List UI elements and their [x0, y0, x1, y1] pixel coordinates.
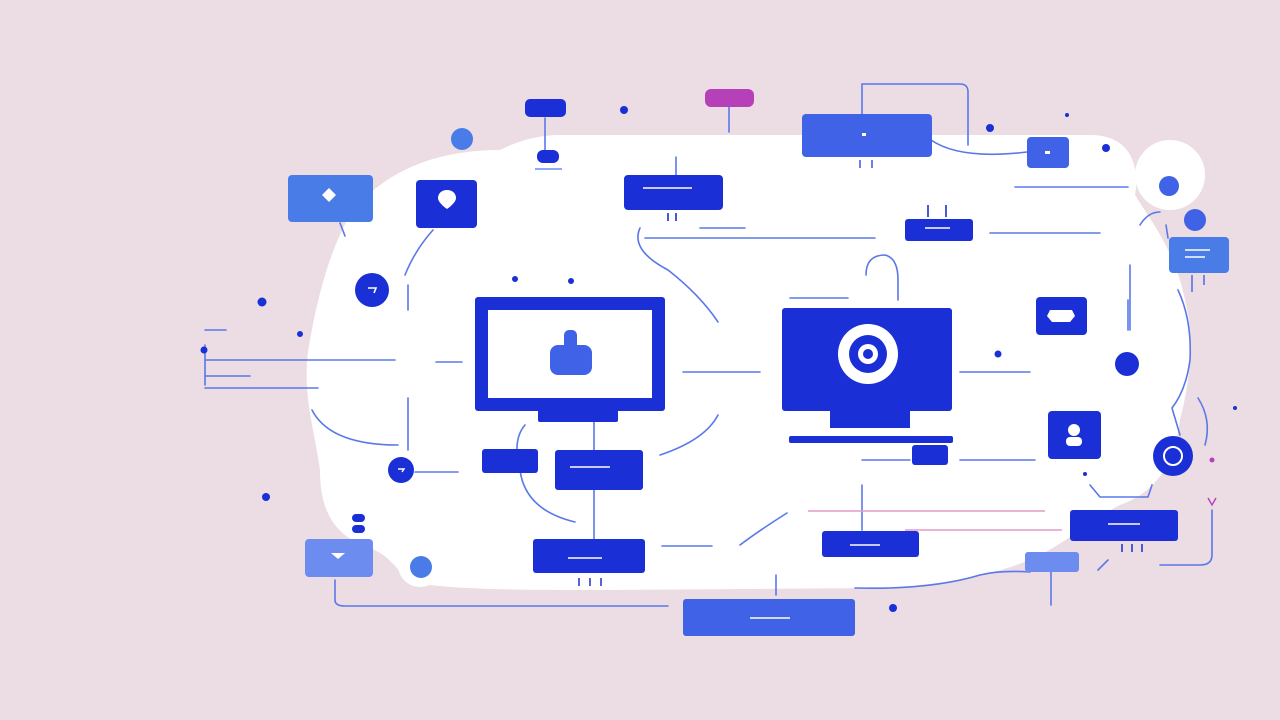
node-light-bottom-right — [1025, 552, 1079, 572]
node-bar-bottom-center-ports — [578, 578, 602, 586]
node-bar-right-bottom — [1070, 510, 1178, 541]
circle-node-top-left — [451, 128, 473, 150]
circle-node-bottom-left — [410, 556, 432, 578]
node-bar-top-right-dot — [862, 133, 866, 136]
node-bar-right-bottom-ports — [1121, 544, 1143, 552]
card-user-right-ports — [1191, 275, 1205, 292]
node-bar-bottom-mid-right — [822, 531, 919, 557]
node-bar-top-right — [802, 114, 932, 157]
target-icon — [838, 324, 898, 384]
node-small-top-right-dot — [1045, 151, 1050, 154]
cloud-bump-right — [1135, 140, 1205, 210]
card-user-right — [1169, 237, 1229, 273]
diamond-icon — [322, 188, 336, 202]
connection-lines — [204, 83, 1213, 607]
node-small-under-monitor — [912, 445, 948, 465]
monitor-right-base — [789, 436, 953, 443]
circle-node-right — [1159, 176, 1179, 196]
node-bar-bottom-center — [533, 539, 645, 573]
monitor-left-stand — [538, 410, 618, 422]
chat-icon — [1047, 310, 1075, 322]
cloud-blob — [306, 135, 1191, 590]
monitor-right-stand-neck — [830, 411, 910, 428]
monitor-left — [475, 297, 665, 422]
circle-node-user-right — [1184, 209, 1206, 231]
circle-badge-left — [355, 273, 389, 307]
node-bar-top-middle-ports — [667, 213, 677, 221]
node-bar-right-small — [905, 219, 973, 241]
circle-badge-left-mark — [368, 287, 378, 294]
accent-chevron — [1207, 497, 1217, 507]
circle-ring-right — [1153, 436, 1193, 476]
circle-badge-bottom-mark — [398, 468, 406, 473]
circle-node-mid-right — [1115, 352, 1139, 376]
circle-ring-right-inner — [1163, 446, 1183, 466]
top-pill-node — [525, 99, 566, 117]
thumbs-up-icon — [550, 330, 592, 375]
user-icon — [1066, 424, 1082, 446]
location-pin-icon — [438, 190, 456, 209]
node-bar-right-small-ports — [927, 205, 947, 217]
stacked-pill-icon — [352, 514, 365, 533]
top-pill-connector — [537, 150, 559, 163]
card-user-right-lines — [1185, 249, 1210, 258]
node-small-left-bottom — [482, 449, 538, 473]
circle-badge-bottom — [388, 457, 414, 483]
node-bar-mid-bottom — [555, 450, 643, 490]
accent-pill-node — [705, 89, 754, 107]
dot-accent — [1209, 457, 1215, 463]
card-chat-bottom-left-icon — [331, 553, 345, 559]
node-bar-top-middle — [624, 175, 723, 210]
monitor-right — [782, 308, 953, 443]
pink-lines — [808, 510, 1062, 531]
scatter-dots — [200, 106, 1237, 612]
node-bar-top-right-ports — [859, 160, 873, 168]
